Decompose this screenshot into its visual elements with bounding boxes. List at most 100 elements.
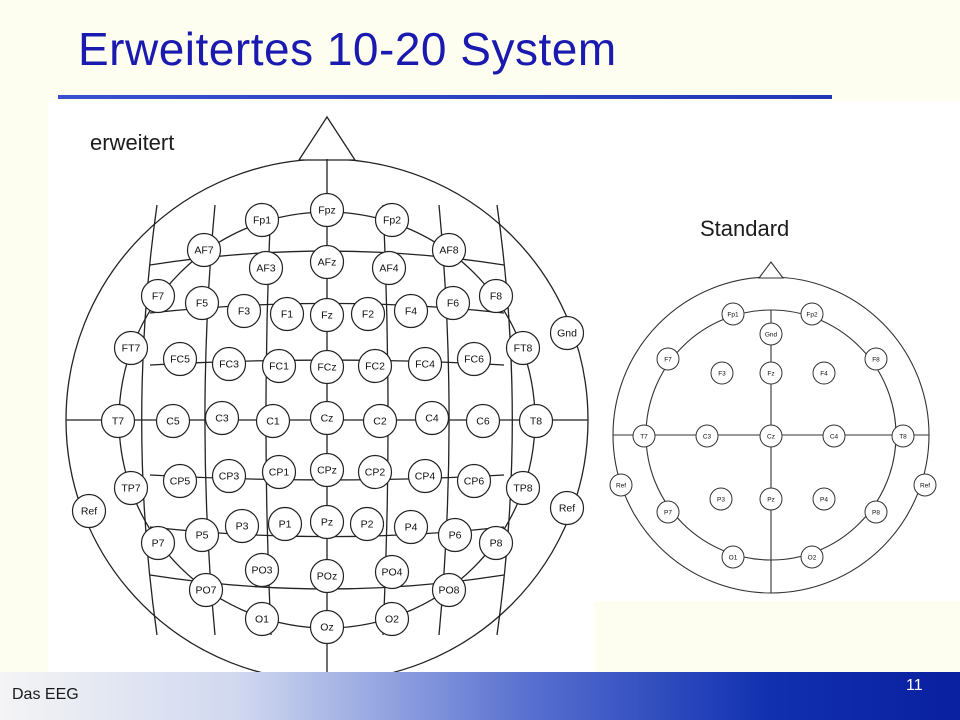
std-electrode-p7: P7 — [656, 500, 680, 524]
electrode-c2: C2 — [362, 403, 398, 439]
electrode-label: FC6 — [464, 354, 484, 366]
electrode-af8: AF8 — [431, 232, 467, 268]
std-electrode-ref: Ref — [913, 473, 937, 497]
electrode-p4: P4 — [393, 509, 429, 545]
electrode-label: TP8 — [513, 483, 532, 495]
std-electrode-pz: Pz — [759, 487, 783, 511]
std-electrode-t8: T8 — [891, 424, 915, 448]
electrode-label: P3 — [236, 521, 249, 533]
electrode-p5: P5 — [184, 517, 220, 553]
electrode-label: CP6 — [464, 476, 485, 488]
electrode-o1: O1 — [244, 601, 280, 637]
electrode-ref: Ref — [71, 493, 107, 529]
std-electrode-label: C3 — [703, 434, 712, 441]
std-electrode-label: P4 — [820, 497, 828, 504]
std-electrode-label: P3 — [717, 497, 725, 504]
electrode-t8: T8 — [518, 403, 554, 439]
std-electrode-f7: F7 — [656, 347, 680, 371]
electrode-label: PO3 — [251, 565, 272, 577]
electrode-tp7: TP7 — [113, 470, 149, 506]
electrode-po7: PO7 — [188, 572, 224, 608]
electrode-label: T8 — [530, 416, 542, 428]
std-electrode-p8: P8 — [864, 500, 888, 524]
electrode-label: P1 — [279, 519, 292, 531]
electrode-cp5: CP5 — [162, 463, 198, 499]
electrode-label: T7 — [112, 416, 124, 428]
std-electrode-p4: P4 — [812, 487, 836, 511]
electrode-f7: F7 — [140, 278, 176, 314]
electrode-gnd: Gnd — [549, 315, 585, 351]
electrode-cp1: CP1 — [261, 454, 297, 490]
electrode-f4: F4 — [393, 293, 429, 329]
electrode-label: P4 — [405, 522, 418, 534]
std-electrode-f3: F3 — [710, 361, 734, 385]
electrode-label: AFz — [318, 257, 337, 269]
std-electrode-label: T7 — [640, 434, 648, 441]
electrode-fc5: FC5 — [162, 341, 198, 377]
electrode-fc4: FC4 — [407, 346, 443, 382]
std-electrode-ref: Ref — [609, 473, 633, 497]
title-underline — [58, 95, 832, 99]
electrode-cp3: CP3 — [211, 458, 247, 494]
electrode-label: F8 — [490, 291, 502, 303]
electrode-c1: C1 — [255, 403, 291, 439]
std-electrode-gnd: Gnd — [759, 322, 783, 346]
std-electrode-label: Ref — [920, 483, 930, 490]
electrode-fc2: FC2 — [357, 348, 393, 384]
electrode-label: C5 — [166, 416, 180, 428]
slide-title: Erweitertes 10-20 System — [78, 23, 617, 75]
electrode-af4: AF4 — [371, 250, 407, 286]
electrode-label: P6 — [449, 530, 462, 542]
electrode-label: Oz — [320, 622, 333, 634]
electrode-label: C6 — [476, 416, 490, 428]
electrode-af7: AF7 — [186, 232, 222, 268]
std-electrode-p3: P3 — [709, 487, 733, 511]
electrode-label: P2 — [361, 519, 374, 531]
footer-bar — [0, 672, 960, 720]
electrode-fcz: FCz — [309, 349, 345, 385]
std-electrode-t7: T7 — [632, 424, 656, 448]
electrode-label: F2 — [362, 309, 374, 321]
electrode-label: FCz — [317, 362, 336, 374]
electrode-label: Gnd — [557, 328, 577, 340]
electrode-c3: C3 — [204, 400, 240, 436]
electrode-label: AF8 — [439, 245, 458, 257]
electrode-label: Pz — [321, 517, 333, 529]
std-electrode-c3: C3 — [695, 424, 719, 448]
electrode-ft8: FT8 — [505, 330, 541, 366]
electrode-p8: P8 — [478, 525, 514, 561]
electrode-c6: C6 — [465, 403, 501, 439]
std-electrode-label: Fz — [767, 371, 774, 378]
electrode-label: CP5 — [170, 476, 191, 488]
electrode-label: O2 — [385, 614, 399, 626]
electrode-label: PO4 — [381, 567, 402, 579]
electrode-label: FT7 — [122, 343, 141, 355]
electrode-label: Fp2 — [383, 215, 401, 227]
std-electrode-cz: Cz — [759, 424, 783, 448]
electrode-f1: F1 — [269, 296, 305, 332]
electrode-label: F6 — [447, 298, 459, 310]
electrode-af3: AF3 — [248, 250, 284, 286]
electrode-fc1: FC1 — [261, 348, 297, 384]
electrode-label: C4 — [425, 413, 439, 425]
electrode-label: CP3 — [219, 471, 240, 483]
electrode-label: F5 — [196, 298, 208, 310]
electrode-t7: T7 — [100, 403, 136, 439]
electrode-label: FC2 — [365, 361, 385, 373]
std-electrode-label: P8 — [872, 510, 880, 517]
std-electrode-o1: O1 — [721, 545, 745, 569]
electrode-label: CPz — [317, 465, 337, 477]
electrode-afz: AFz — [309, 244, 345, 280]
electrode-pz: Pz — [309, 504, 345, 540]
std-electrode-fp1: Fp1 — [721, 302, 745, 326]
electrode-fp2: Fp2 — [374, 202, 410, 238]
std-electrode-label: F7 — [664, 357, 672, 364]
electrode-p6: P6 — [437, 517, 473, 553]
std-electrode-label: P7 — [664, 510, 672, 517]
electrode-label: Ref — [81, 506, 97, 518]
electrode-p2: P2 — [349, 506, 385, 542]
electrode-label: F4 — [405, 306, 417, 318]
std-electrode-c4: C4 — [822, 424, 846, 448]
